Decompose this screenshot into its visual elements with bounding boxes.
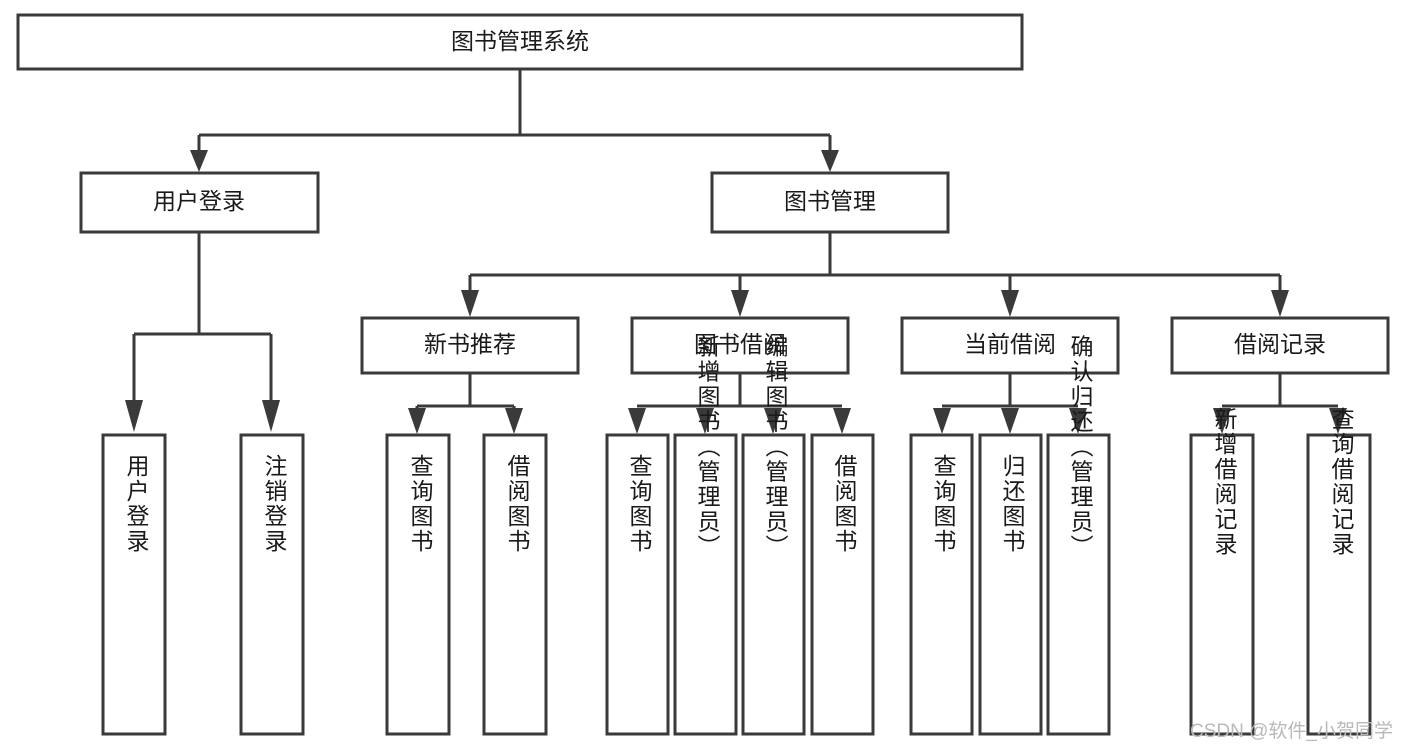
node-root-box [16, 13, 1024, 71]
node-book-borrow-box [630, 316, 850, 375]
node-user-login-label: 用户登录 [153, 188, 245, 214]
node-borrow-records[interactable]: 借阅记录 [1170, 316, 1390, 375]
arrow-to-records [1271, 290, 1289, 317]
arrow-current-leaf3 [1069, 408, 1087, 434]
leaf-logout-box [239, 433, 305, 736]
leaf-query-book-current-label: 查询图书 [930, 454, 957, 554]
leaf-add-book-admin-box [673, 433, 738, 736]
leaf-query-book-newbook-box [385, 433, 451, 736]
node-new-book-recommend[interactable]: 新书推荐 [360, 316, 580, 375]
leaf-edit-book-admin-box [741, 433, 806, 736]
arrow-borrow-leaf4 [833, 408, 851, 434]
leaf-query-borrow-record-label: 查询借阅记录 [1328, 407, 1355, 557]
node-borrow-records-box [1170, 316, 1390, 375]
leaf-node-query-book-current[interactable]: 查询图书 [909, 433, 974, 736]
leaf-node-query-book-newbook[interactable]: 查询图书 [385, 433, 451, 736]
leaf-node-user-login[interactable]: 用户登录 [101, 433, 167, 736]
node-book-management-label: 图书管理 [784, 188, 876, 214]
leaf-query-book-current-box [909, 433, 974, 736]
arrow-root-to-user-login [190, 150, 208, 172]
node-root-label: 图书管理系统 [451, 28, 589, 54]
leaf-user-login-box [101, 433, 167, 736]
arrow-records-leaf2 [1329, 408, 1347, 434]
leaf-edit-book-admin-label: 编辑图书（管理员） [762, 335, 789, 560]
leaf-user-login-label: 用户登录 [123, 454, 150, 554]
node-current-borrow-box [900, 316, 1120, 375]
leaf-node-query-borrow-record[interactable]: 查询借阅记录 [1306, 407, 1372, 736]
arrow-to-leaf-logout [262, 400, 280, 432]
leaf-node-add-borrow-record[interactable]: 新增借阅记录 [1189, 407, 1255, 736]
leaf-logout-label: 注销登录 [261, 454, 288, 554]
leaf-confirm-return-admin-label: 确认归还（管理员） [1067, 335, 1094, 560]
arrow-borrow-leaf2 [696, 408, 714, 434]
arrow-records-leaf1 [1213, 408, 1231, 434]
arrow-current-leaf2 [1001, 408, 1019, 434]
leaf-node-logout[interactable]: 注销登录 [239, 433, 305, 736]
arrow-to-new-book [461, 290, 479, 317]
node-book-borrow[interactable]: 图书借阅 [630, 316, 850, 375]
leaf-query-borrow-record-box [1306, 433, 1372, 736]
arrow-root-to-book-mgmt [821, 150, 839, 172]
arrow-borrow-leaf1 [628, 408, 646, 434]
node-new-book-recommend-box [360, 316, 580, 375]
leaf-borrow-book-label: 借阅图书 [831, 454, 858, 554]
node-user-login-box [79, 171, 320, 234]
leaf-node-borrow-book-newbook[interactable]: 借阅图书 [482, 433, 548, 736]
arrow-newbook-leaf2 [505, 408, 523, 434]
arrow-to-current [1001, 290, 1019, 317]
arrow-to-borrow [731, 290, 749, 317]
leaf-node-return-book[interactable]: 归还图书 [978, 433, 1043, 736]
arrow-borrow-leaf3 [764, 408, 782, 434]
leaf-node-edit-book-admin[interactable]: 编辑图书（管理员） [741, 335, 806, 736]
leaf-query-book-newbook-label: 查询图书 [407, 454, 434, 554]
leaf-query-book-borrow-label: 查询图书 [626, 454, 653, 554]
leaf-node-add-book-admin[interactable]: 新增图书（管理员） [673, 335, 738, 736]
leaf-query-book-borrow-box [605, 433, 670, 736]
leaf-node-confirm-return-admin[interactable]: 确认归还（管理员） [1046, 335, 1111, 736]
node-book-management[interactable]: 图书管理 [710, 171, 950, 234]
leaf-node-borrow-book[interactable]: 借阅图书 [810, 433, 875, 736]
node-root-system[interactable]: 图书管理系统 [16, 13, 1024, 71]
leaf-add-book-admin-label: 新增图书（管理员） [694, 335, 721, 560]
node-current-borrow[interactable]: 当前借阅 [900, 316, 1120, 375]
node-book-management-box [710, 171, 950, 234]
leaf-add-borrow-record-box [1189, 433, 1255, 736]
node-new-book-recommend-label: 新书推荐 [424, 331, 516, 357]
leaf-borrow-book-newbook-box [482, 433, 548, 736]
leaf-borrow-book-box [810, 433, 875, 736]
arrow-newbook-leaf1 [408, 408, 426, 434]
leaf-return-book-box [978, 433, 1043, 736]
node-borrow-records-label: 借阅记录 [1234, 331, 1326, 357]
connector-layer [125, 69, 1347, 434]
leaf-add-borrow-record-label: 新增借阅记录 [1211, 407, 1238, 557]
arrow-to-leaf-user-login [125, 400, 143, 432]
node-current-borrow-label: 当前借阅 [964, 331, 1056, 357]
leaf-node-query-book-borrow[interactable]: 查询图书 [605, 433, 670, 736]
node-user-login[interactable]: 用户登录 [79, 171, 320, 234]
node-book-borrow-label: 图书借阅 [694, 331, 786, 357]
leaf-borrow-book-newbook-label: 借阅图书 [504, 454, 531, 554]
leaf-confirm-return-admin-box [1046, 433, 1111, 736]
leaf-return-book-label: 归还图书 [999, 454, 1026, 554]
arrow-current-leaf1 [933, 408, 951, 434]
